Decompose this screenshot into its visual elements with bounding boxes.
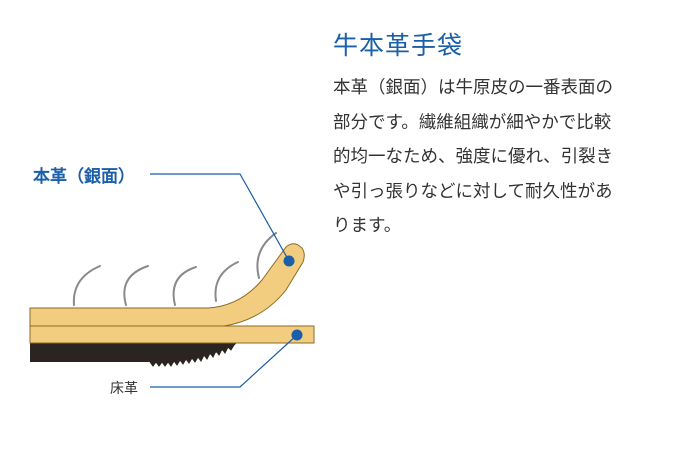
description-line: や引っ張りなどに対して耐久性があ [333,181,613,202]
description-line: 本革（銀面）は牛原皮の一番表面の [333,78,613,98]
hair-strand [256,232,277,279]
description-text: 本革（銀面）は牛原皮の一番表面の 部分です。繊維組織が細やかで比較 的均一なため… [333,71,678,244]
description-line: ります。 [333,216,402,236]
flesh-fringe [149,342,237,367]
page-title: 牛本革手袋 [333,31,464,60]
hair-strands [72,232,277,306]
hair-strand [72,265,101,306]
grain-leather-layer [29,243,305,327]
grain-leader-line [150,173,290,262]
description-line: 的均一なため、強度に優れ、引裂き [333,147,614,167]
split-leather-label: 床革 [110,381,138,397]
grain-leather-label: 本革（銀面） [33,167,135,187]
hair-strand [123,265,149,306]
split-leader-line [150,334,298,388]
hair-strand [172,266,197,306]
split-marker-dot [291,329,303,341]
grain-marker-dot [283,255,295,267]
hair-strand [214,261,239,302]
split-leather-layer [29,325,315,344]
description-line: 部分です。繊維組織が細やかで比較 [333,112,612,133]
